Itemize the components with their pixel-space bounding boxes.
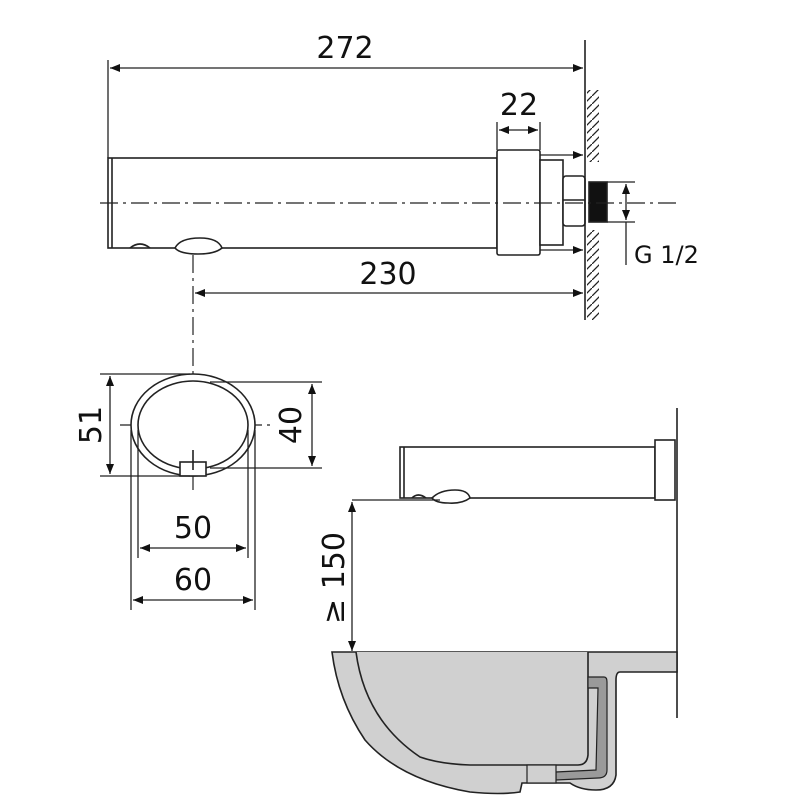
spout-cross-section — [130, 373, 256, 477]
spout-side-view — [399, 408, 678, 718]
dim-total-length: 272 — [316, 31, 373, 66]
dim-section-height-outer: 51 — [74, 406, 109, 444]
wall — [584, 40, 599, 320]
dim-outlet-to-wall: 230 — [359, 257, 416, 292]
dim-section-width-outer: 60 — [174, 563, 212, 598]
dim-section-width-inner: 50 — [174, 511, 212, 546]
dim-thread: G 1/2 — [634, 241, 699, 269]
dim-section-height-inner: 40 — [274, 406, 309, 444]
dim-min-height: ≥ 150 — [317, 532, 352, 624]
wash-basin — [331, 651, 678, 795]
dim-mount-width: 22 — [500, 88, 538, 123]
